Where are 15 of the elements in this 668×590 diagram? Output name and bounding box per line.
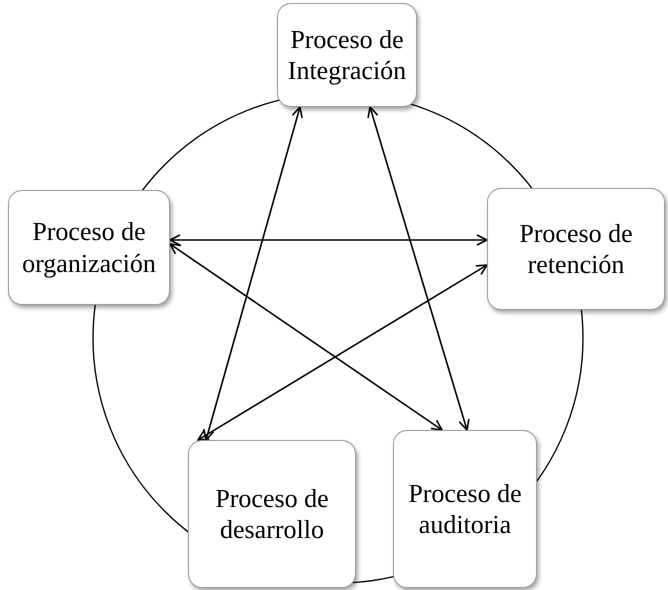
double-arrow <box>367 106 470 431</box>
process-label: Proceso de organización <box>21 216 157 279</box>
process-label: Proceso de desarrollo <box>214 482 330 546</box>
double-arrow <box>169 234 488 246</box>
process-box <box>277 3 417 107</box>
double-arrow <box>169 243 443 431</box>
process-label: Proceso de retención <box>518 218 634 280</box>
process-label: Proceso de auditoria <box>407 478 523 540</box>
double-arrow <box>197 264 488 441</box>
process-box <box>393 430 537 588</box>
process-box <box>487 188 665 310</box>
process-label: Proceso de Integración <box>286 24 408 86</box>
process-box <box>8 190 170 305</box>
process-box <box>188 440 356 588</box>
double-arrow <box>203 106 303 441</box>
